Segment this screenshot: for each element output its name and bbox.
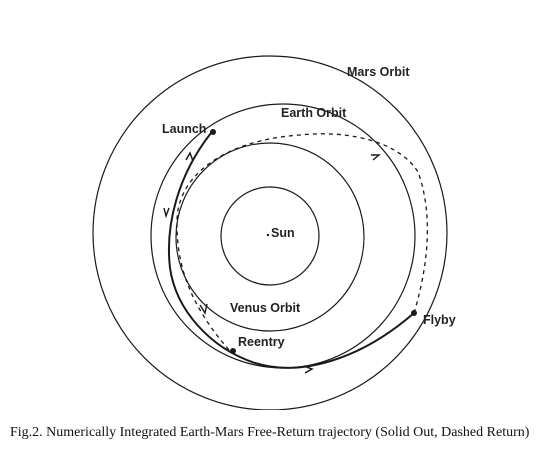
outbound-arrow-top (185, 151, 194, 162)
reentry-label: Reentry (238, 335, 285, 349)
earth-orbit-label: Earth Orbit (281, 106, 347, 120)
reentry-point (230, 348, 236, 354)
return-arrow-left (163, 207, 170, 219)
mars-orbit-label: Mars Orbit (347, 65, 410, 79)
outbound-arrow-bottom (303, 365, 314, 374)
orbit-diagram: Mars Orbit Earth Orbit Launch Sun Venus … (92, 55, 456, 410)
venus-orbit-label: Venus Orbit (230, 301, 301, 315)
return-trajectory-dashed (176, 133, 429, 351)
sun-dot (266, 233, 270, 237)
flyby-point (411, 310, 417, 316)
outbound-trajectory-solid (167, 132, 415, 369)
launch-point (210, 129, 216, 135)
venus-orbit-circle (175, 142, 365, 332)
sun-label: Sun (271, 226, 295, 240)
figure-caption: Fig.2. Numerically Integrated Earth-Mars… (10, 425, 530, 440)
return-arrow-lower (199, 303, 208, 315)
flyby-label: Flyby (423, 313, 456, 327)
mars-orbit-circle (92, 55, 448, 410)
launch-label: Launch (162, 122, 206, 136)
sun-circle (220, 186, 320, 286)
return-arrow-upper (371, 154, 381, 161)
